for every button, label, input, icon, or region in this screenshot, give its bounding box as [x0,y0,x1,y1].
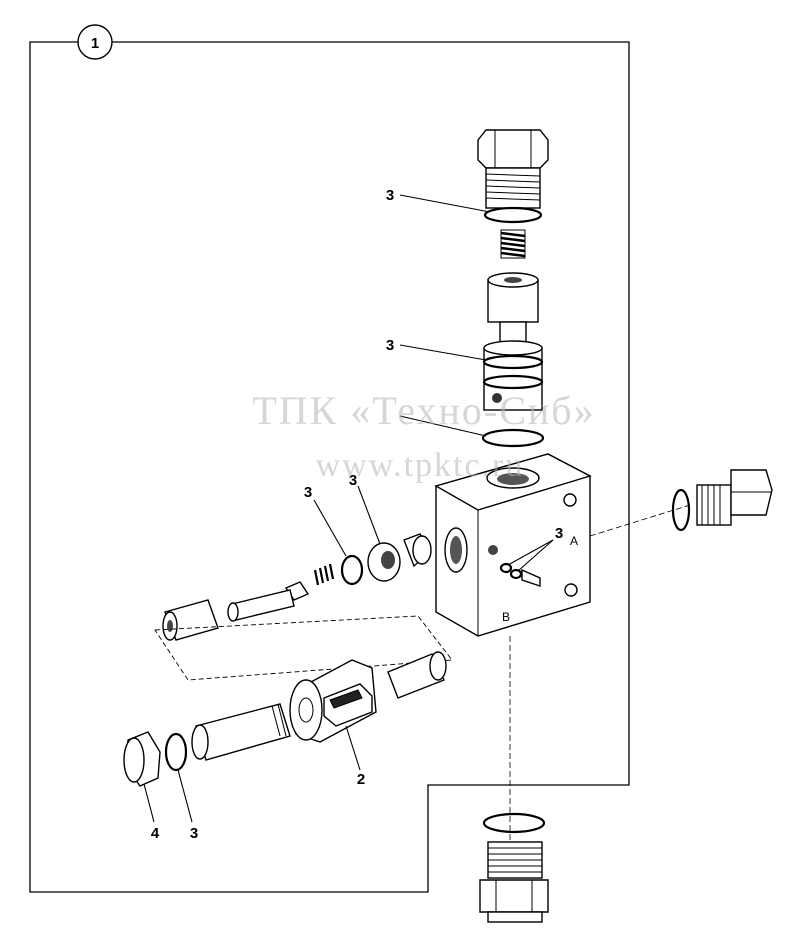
callout-cap: 4 [151,825,160,842]
watermark-company: ТПК «Техно-Сиб» [252,388,595,433]
core-tube [191,703,291,761]
inner-parts-dashed-outline [154,615,453,681]
valve-block [434,453,592,637]
group-number-text: 1 [91,35,99,52]
plunger-rod [227,589,295,622]
callout-seal-block-right: 3 [555,525,563,542]
group-number-badge: 1 [77,24,113,60]
o-ring-top [483,206,543,224]
sleeve-insert [403,533,432,568]
port-a-label: A [570,534,578,548]
o-ring-cartridge [481,428,545,448]
o-ring-right [671,488,691,532]
watermark-url: www.tpktc.ru [316,447,525,484]
o-ring-left [340,554,364,586]
top-plug [477,129,549,209]
o-ring-bottom-port [482,812,546,834]
group-boundary-frame [29,41,630,893]
callout-seal-cartridge: 3 [386,337,394,354]
small-spring [313,563,335,586]
plunger-sleeve [162,599,219,641]
cartridge-body [482,340,544,411]
solenoid-coil [289,659,377,743]
spring [500,229,526,259]
tube-right [387,651,447,699]
o-ring-coil [164,732,188,772]
callout-seal-bottom: 3 [190,825,198,842]
port-b-label: B [502,610,510,624]
block-fitting [499,562,541,587]
right-union-fitting [696,469,773,526]
callout-solenoid: 2 [357,771,365,788]
callout-seal-block-left: 3 [304,484,312,501]
leader-lines [143,194,554,823]
nut [367,542,401,582]
cap-nut [123,731,161,787]
poppet [487,272,539,343]
callout-seal-top: 3 [386,187,394,204]
bottom-union-fitting [479,841,549,923]
callout-seal-block-mid: 3 [349,472,357,489]
